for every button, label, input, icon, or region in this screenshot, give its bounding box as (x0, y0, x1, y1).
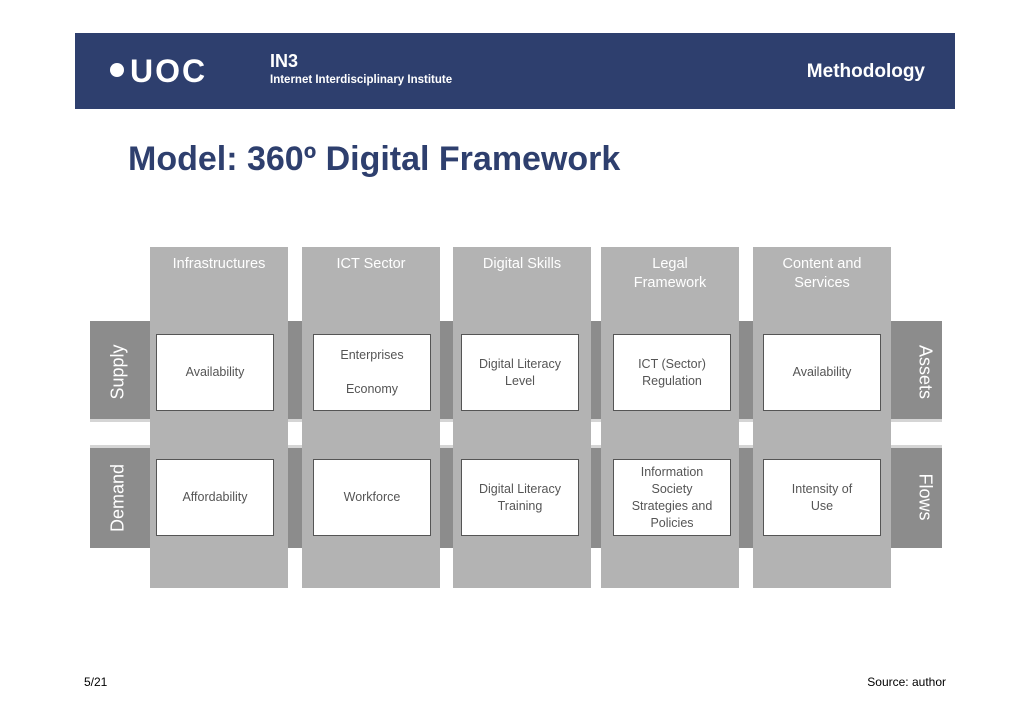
cell-digital-skills-demand: Digital Literacy Training (461, 459, 579, 536)
cell-label: Availability (185, 365, 245, 379)
column-infrastructures: Infrastructures (150, 247, 288, 588)
row-label-demand: Demand (107, 463, 128, 533)
cell-label: Digital Literacy Training (479, 481, 561, 513)
column-header: Legal Framework (633, 256, 707, 291)
header-banner: UOC IN3 Internet Interdisciplinary Insti… (75, 33, 955, 109)
cell-label: Enterprises Economy (340, 348, 404, 396)
cell-label: Digital Literacy Level (479, 356, 561, 388)
column-header: Digital Skills (482, 256, 562, 272)
column-legal-framework: Legal Framework (601, 247, 739, 588)
column-ict-sector: ICT Sector (302, 247, 440, 588)
cell-legal-framework-supply: ICT (Sector) Regulation (613, 334, 731, 411)
cell-label: ICT (Sector) Regulation (638, 356, 706, 388)
cell-label: Workforce (343, 490, 401, 504)
cell-ict-sector-demand: Workforce (313, 459, 431, 536)
column-header: ICT Sector (336, 256, 406, 272)
section-title: Methodology (806, 61, 925, 82)
cell-infrastructures-demand: Affordability (156, 459, 274, 536)
column-header: Content and Services (782, 256, 862, 291)
source-note: Source: author (867, 675, 946, 689)
column-header: Infrastructures (172, 256, 266, 272)
row-label-assets: Assets (915, 344, 936, 400)
logo-in3-text: IN3 (270, 51, 299, 71)
logo-uoc-text: UOC (130, 53, 208, 89)
column-digital-skills: Digital Skills (453, 247, 591, 588)
uoc-logo-mark-icon (110, 63, 124, 77)
cell-label: Affordability (182, 490, 248, 504)
cell-content-services-demand: Intensity of Use (763, 459, 881, 536)
cell-label: Intensity of Use (791, 481, 853, 513)
cell-label: Availability (792, 365, 852, 379)
cell-infrastructures-supply: Availability (156, 334, 274, 411)
cell-ict-sector-supply: Enterprises Economy (313, 334, 431, 411)
page-number: 5/21 (84, 675, 108, 689)
cell-content-services-supply: Availability (763, 334, 881, 411)
row-label-supply: Supply (107, 344, 128, 400)
column-content-services: Content and Services (753, 247, 891, 588)
logo-subtitle: Internet Interdisciplinary Institute (270, 74, 453, 86)
cell-label: Information Society Strategies and Polic… (631, 464, 713, 530)
cell-legal-framework-demand: Information Society Strategies and Polic… (613, 459, 731, 536)
page-title: Model: 360º Digital Framework (128, 140, 621, 178)
row-label-flows: Flows (915, 473, 936, 521)
cell-digital-skills-supply: Digital Literacy Level (461, 334, 579, 411)
